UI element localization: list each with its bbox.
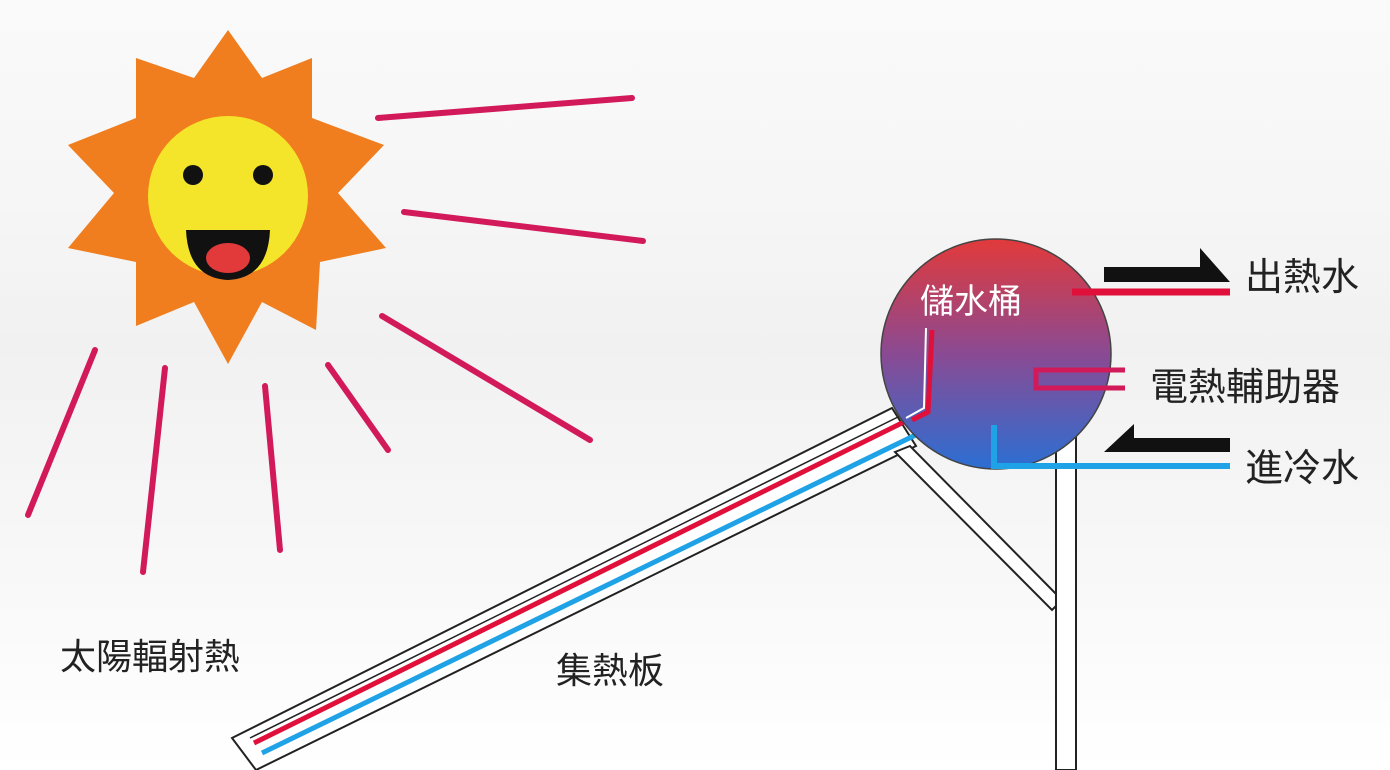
sun-icon <box>68 30 386 364</box>
support-frame <box>893 427 1077 770</box>
sun-ray <box>25 347 98 518</box>
cold-return-pipe <box>991 425 1230 469</box>
hot-riser-outline <box>905 327 927 419</box>
sun-ray <box>140 365 168 575</box>
cold-pipe-collector <box>260 425 932 756</box>
collector-label: 集熱板 <box>556 651 665 692</box>
storage-tank <box>880 238 1230 470</box>
sun-ray <box>325 362 391 453</box>
heater-element <box>1033 367 1125 391</box>
sun-ray <box>262 383 283 553</box>
sun-ray <box>379 313 593 443</box>
arrow-left-icon <box>1104 424 1230 452</box>
hot-pipe-collector <box>252 417 910 746</box>
electric-heater-label: 電熱輔助器 <box>1150 365 1341 409</box>
support-post <box>1055 427 1077 770</box>
sun-eye-left <box>183 165 203 185</box>
sun-eye-right <box>253 165 273 185</box>
sun-tongue <box>206 243 250 273</box>
arrow-right-icon <box>1104 248 1230 282</box>
hot-water-out-label: 出熱水 <box>1245 255 1360 299</box>
diagonal-brace <box>893 444 1064 612</box>
hot-riser-pipe <box>910 329 935 423</box>
collector-outline-inner <box>249 415 901 739</box>
sun-ray <box>401 209 646 244</box>
collector-panel <box>230 406 932 770</box>
sun-rays <box>25 95 646 575</box>
solar-radiation-label: 太陽輻射熱 <box>60 637 241 678</box>
cold-water-in-label: 進冷水 <box>1245 446 1360 490</box>
tank-label: 儲水桶 <box>920 282 1022 322</box>
sun-ray <box>375 95 635 121</box>
